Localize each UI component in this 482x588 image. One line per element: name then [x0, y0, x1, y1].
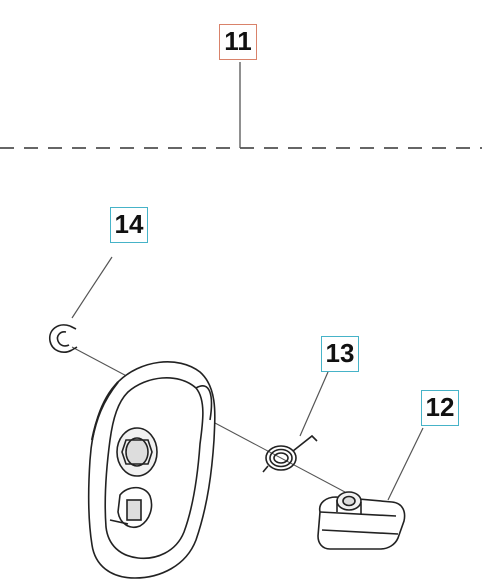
leader-line-14 — [71, 256, 113, 319]
callout-13: 13 — [321, 336, 359, 372]
callout-11: 11 — [219, 24, 257, 60]
spring-part — [262, 434, 318, 473]
callout-14: 14 — [110, 207, 148, 243]
callout-12: 12 — [421, 390, 459, 426]
leader-line-12 — [387, 427, 424, 501]
e-clip-part — [48, 324, 78, 353]
leader-line-13 — [299, 371, 329, 437]
pawl-part — [317, 491, 406, 550]
starter-housing-part — [87, 361, 216, 579]
assembly-axis-line — [71, 346, 361, 501]
